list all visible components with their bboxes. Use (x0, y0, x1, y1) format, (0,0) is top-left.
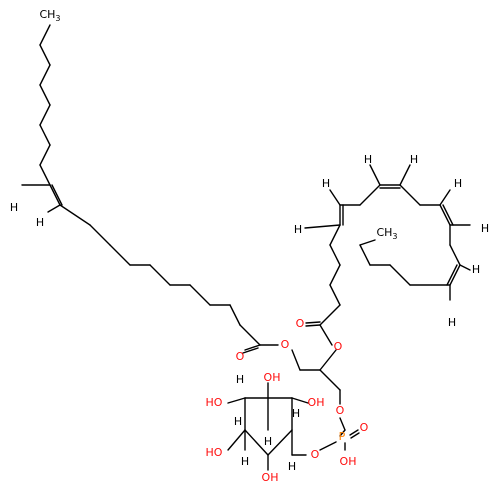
hydrogen-label: H (234, 415, 242, 428)
methyl-label: CH3 (376, 226, 397, 241)
methyl-label: CH3 (39, 8, 60, 23)
hydroxyl-label: OH (264, 371, 281, 384)
oxygen-label: O (296, 317, 305, 330)
hydrogen-label: H (322, 177, 330, 190)
hydrogen-label: H (472, 263, 480, 276)
oxygen-label: O (360, 421, 369, 434)
hydroxyl-label: OH (308, 396, 325, 409)
atom-labels: CH3 CH3 H H H H H H H H H H O O O O O P … (10, 8, 489, 484)
oxygen-label: O (281, 338, 290, 351)
hydrogen-label: H (294, 223, 302, 236)
oxygen-label: O (334, 340, 343, 353)
hydroxyl-label: HO (206, 396, 223, 409)
hydrogen-label: H (241, 455, 249, 468)
hydrogen-label: H (264, 435, 272, 448)
hydrogen-label: H (10, 201, 18, 214)
hydrogen-label: H (288, 460, 296, 473)
hydroxyl-label: OH (340, 455, 357, 468)
hydrogen-label: H (454, 177, 462, 190)
hydrogen-label: H (481, 222, 489, 235)
hydroxyl-label: HO (206, 446, 223, 459)
hydrogen-label: H (364, 153, 372, 166)
oxygen-label: O (311, 448, 320, 461)
hydroxyl-label: OH (262, 471, 279, 484)
hydrogen-label: H (410, 153, 418, 166)
phosphorus-label: P (339, 430, 346, 443)
hydrogen-label: H (236, 373, 244, 386)
hydrogen-label: H (36, 216, 44, 229)
hydrogen-label: H (448, 316, 456, 329)
oxygen-label: O (336, 404, 345, 417)
oxygen-label: O (236, 350, 245, 363)
bond-lines (21, 24, 471, 471)
hydrogen-label: H (292, 407, 300, 420)
